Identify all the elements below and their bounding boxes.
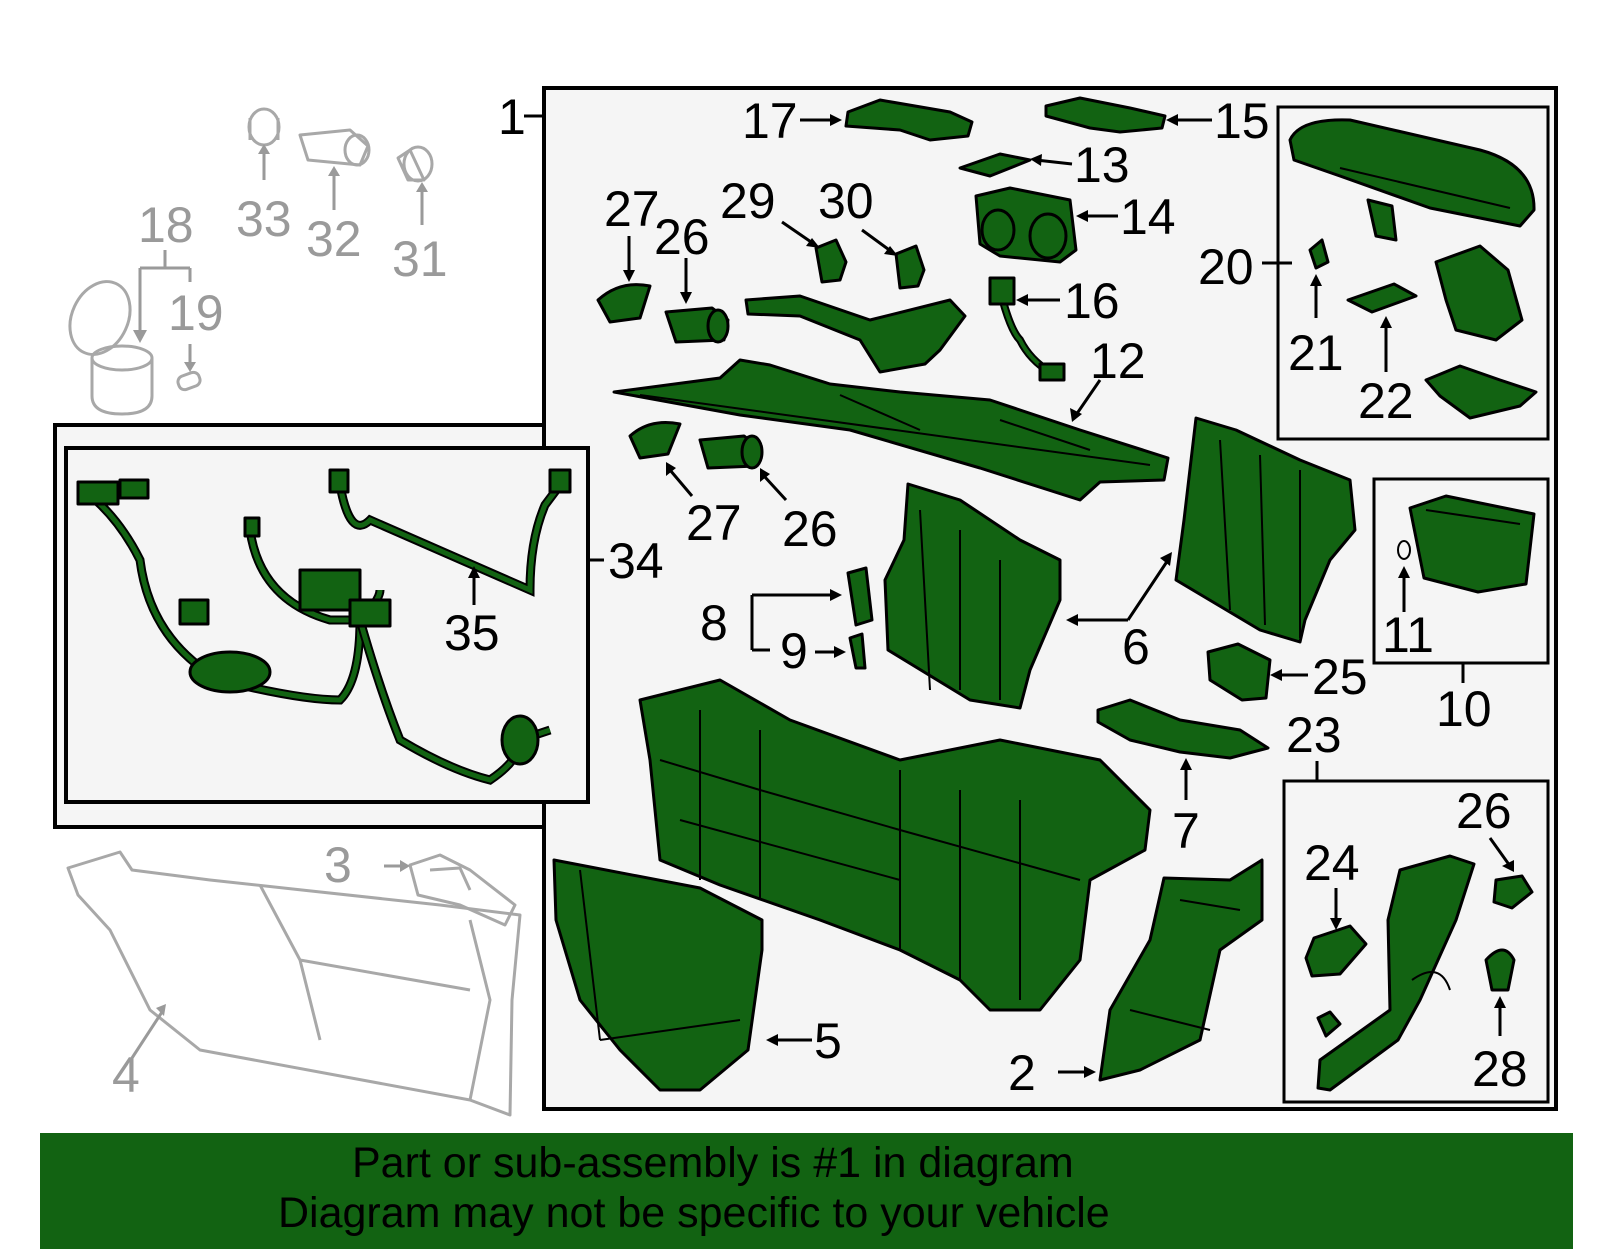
callout-24: 24 xyxy=(1304,835,1360,891)
callout-23: 23 xyxy=(1286,707,1342,763)
armrest-parts xyxy=(1288,118,1538,420)
callout-20: 20 xyxy=(1198,239,1254,295)
callout-21: 21 xyxy=(1288,325,1344,381)
callout-34: 34 xyxy=(608,533,664,589)
callout-26-rear: 26 xyxy=(1456,783,1512,839)
callout-5: 5 xyxy=(814,1013,842,1069)
callout-31: 31 xyxy=(392,231,448,287)
disclaimer-line-2: Diagram may not be specific to your vehi… xyxy=(278,1189,1110,1237)
callout-17: 17 xyxy=(742,93,798,149)
callout-7: 7 xyxy=(1172,803,1200,859)
callout-29: 29 xyxy=(720,173,776,229)
callout-25: 25 xyxy=(1312,649,1368,705)
callout-8: 8 xyxy=(700,595,728,651)
ghost-parts xyxy=(66,107,522,1117)
callout-6: 6 xyxy=(1122,619,1150,675)
callout-33: 33 xyxy=(236,191,292,247)
callout-26-lower: 26 xyxy=(782,501,838,557)
callout-12: 12 xyxy=(1090,333,1146,389)
callout-15: 15 xyxy=(1214,93,1270,149)
callout-26-upper: 26 xyxy=(654,209,710,265)
callout-32: 32 xyxy=(306,211,362,267)
callout-9: 9 xyxy=(780,623,808,679)
callout-13: 13 xyxy=(1074,137,1130,193)
callout-1: 1 xyxy=(498,89,526,145)
callout-14: 14 xyxy=(1120,189,1176,245)
callout-27-lower: 27 xyxy=(686,495,742,551)
callout-30: 30 xyxy=(818,173,874,229)
callout-27-upper: 27 xyxy=(604,181,660,237)
callout-28: 28 xyxy=(1472,1041,1528,1097)
callout-19: 19 xyxy=(168,285,224,341)
disclaimer-banner: Part or sub-assembly is #1 in diagram Di… xyxy=(40,1133,1573,1249)
callout-35: 35 xyxy=(444,605,500,661)
callout-4: 4 xyxy=(112,1047,140,1103)
main-assembly-frame xyxy=(53,86,1558,1111)
wiring-harness xyxy=(76,468,572,785)
callout-22: 22 xyxy=(1358,373,1414,429)
top-small-parts xyxy=(596,96,1212,502)
callout-10: 10 xyxy=(1436,681,1492,737)
callout-11: 11 xyxy=(1382,607,1434,663)
rear-trim-parts xyxy=(1304,837,1534,1092)
bin-parts xyxy=(1397,494,1536,612)
disclaimer-line-1: Part or sub-assembly is #1 in diagram xyxy=(352,1139,1074,1187)
callout-18: 18 xyxy=(138,197,194,253)
callout-2: 2 xyxy=(1008,1045,1036,1101)
callout-3: 3 xyxy=(324,837,352,893)
callout-16: 16 xyxy=(1064,273,1120,329)
callouts: 1 17 15 13 14 16 12 29 30 27 26 27 26 20… xyxy=(112,89,1528,1103)
console-body xyxy=(552,294,1357,1092)
